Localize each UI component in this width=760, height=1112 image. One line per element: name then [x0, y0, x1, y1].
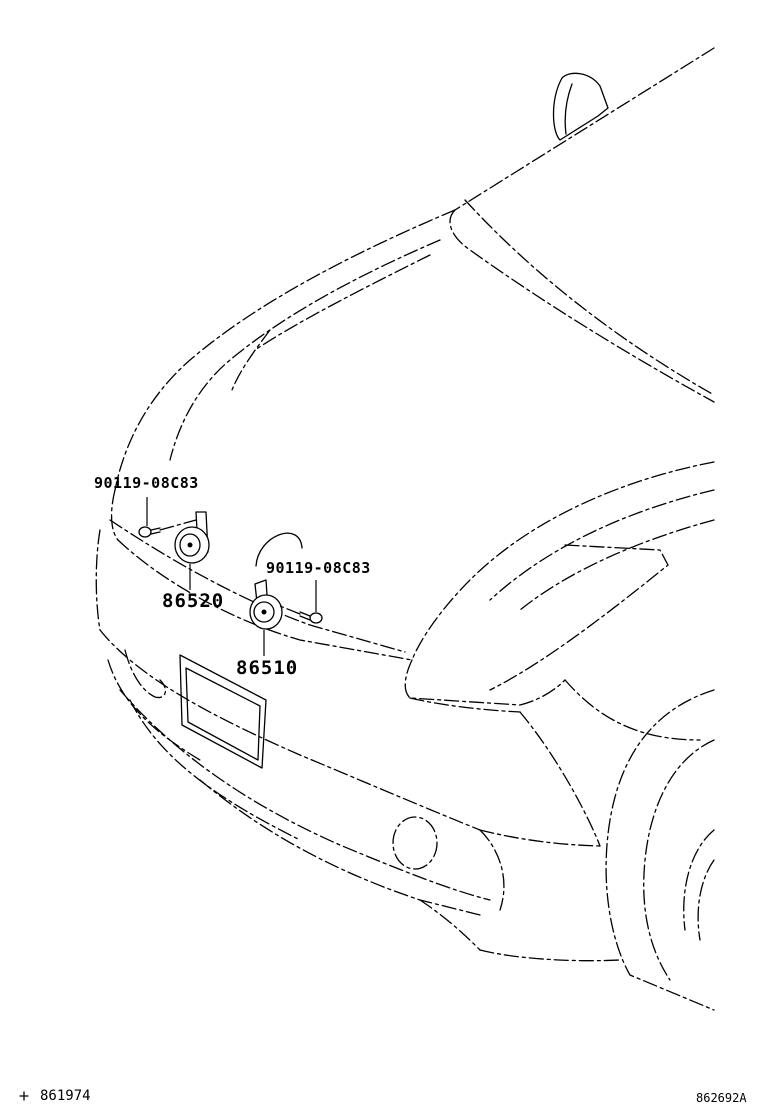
bolt-90119-left — [138, 519, 197, 538]
footer-tick-mark — [19, 1091, 29, 1101]
bolt-90119-right — [279, 605, 323, 624]
fog-lamp-outline — [392, 816, 438, 870]
hood-outline — [110, 209, 456, 541]
front-bumper-outline — [95, 519, 701, 962]
footer-right-code: 862692A — [696, 1091, 747, 1105]
footer-left-code: 861974 — [40, 1088, 91, 1104]
license-plate-outline — [179, 654, 267, 769]
leader-lines — [146, 497, 317, 656]
horn-86520 — [174, 511, 210, 564]
label-horn-86510: 86510 — [236, 657, 299, 679]
wheel-arch-outline — [605, 689, 715, 1011]
windshield-outline — [449, 47, 715, 403]
label-bolt-right: 90119-08C83 — [266, 559, 371, 577]
label-horn-86520: 86520 — [162, 590, 225, 612]
horn-86510 — [249, 579, 283, 630]
label-bolt-left: 90119-08C83 — [94, 474, 199, 492]
side-mirror-outline — [552, 72, 609, 141]
headlight-outline — [404, 461, 715, 713]
